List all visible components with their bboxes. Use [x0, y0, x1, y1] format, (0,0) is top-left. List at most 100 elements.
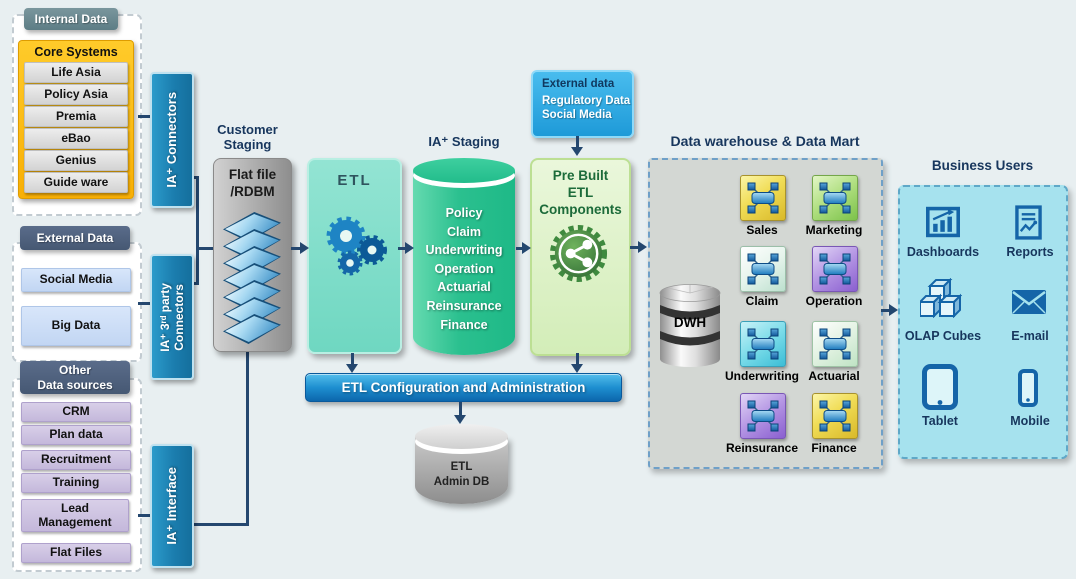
- source-item-policy-asia: Policy Asia: [24, 84, 128, 105]
- arrow-external-feed-to-prebuilt: [571, 136, 583, 156]
- olap-cubes-icon: [917, 277, 963, 323]
- external-data-header-label: External Data: [36, 230, 114, 245]
- source-item-crm: CRM: [21, 402, 131, 422]
- datamart-label-sales: Sales: [746, 223, 778, 237]
- source-item-ebao: eBao: [24, 128, 128, 149]
- business-label-dashboards: Dashboards: [906, 245, 980, 259]
- arrow-config-to-admin-db: [454, 402, 466, 424]
- dashboard-icon: [926, 206, 960, 243]
- ia-interface-label: IA⁺ Interface: [164, 467, 180, 545]
- email-icon: [1011, 289, 1047, 320]
- star-schema-icon: [747, 182, 779, 214]
- business-label-olap-cubes: OLAP Cubes: [904, 329, 982, 343]
- datamart-label-actuarial: Actuarial: [808, 369, 860, 383]
- mobile-icon: [1018, 369, 1038, 412]
- internal-data-header: Internal Data: [24, 8, 118, 30]
- source-item-recruitment: Recruitment: [21, 450, 131, 470]
- external-feed-header: External data: [542, 78, 615, 90]
- etl-admin-db-label: ETL Admin DB: [433, 461, 490, 488]
- source-item-social-media: Social Media: [21, 268, 131, 292]
- line-external-to-3rd-party: [138, 302, 150, 305]
- datamart-label-marketing: Marketing: [805, 223, 863, 237]
- line-trunk-vertical: [196, 176, 199, 285]
- tablet-icon: [922, 364, 958, 415]
- datamart-label-finance: Finance: [811, 441, 857, 455]
- datamart-label-reinsurance: Reinsurance: [725, 441, 799, 455]
- line-connectors-stub: [190, 176, 198, 179]
- source-item-training: Training: [21, 473, 131, 493]
- source-item-lead-management: Lead Management: [21, 499, 129, 532]
- arrow-prebuilt-to-warehouse: [630, 241, 647, 253]
- internal-data-header-label: Internal Data: [34, 11, 108, 26]
- source-item-big-data: Big Data: [21, 306, 131, 346]
- arrow-etl-to-config: [346, 353, 358, 373]
- ia-interface-rail: IA⁺ Interface: [150, 444, 194, 568]
- source-item-premia: Premia: [24, 106, 128, 127]
- star-schema-icon: [747, 400, 779, 432]
- external-feed-box: External data Regulatory Data Social Med…: [531, 70, 634, 138]
- business-label-mobile: Mobile: [1010, 414, 1050, 428]
- report-icon: [1015, 205, 1042, 245]
- ia-staging-subjects: Policy Claim Underwriting Operation Actu…: [425, 206, 503, 332]
- ia-3rd-party-label-line1: IA⁺ 3ʳᵈ party: [157, 282, 172, 352]
- star-schema-icon: [747, 328, 779, 360]
- flat-file-label: Flat file /RDBM: [228, 167, 277, 199]
- datamart-label-claim: Claim: [745, 294, 779, 308]
- dwh-label: DWH: [673, 315, 707, 330]
- line-staging-bottom-vertical: [246, 350, 249, 526]
- other-header-line1: Other: [58, 363, 91, 378]
- ia-connectors-label: IA⁺ Connectors: [164, 92, 180, 188]
- dwh-cylinder-icon: [658, 281, 722, 374]
- business-label-reports: Reports: [1006, 245, 1054, 259]
- external-feed-social: Social Media: [542, 109, 612, 122]
- line-3rd-party-stub: [190, 282, 198, 285]
- arrow-staging-db-to-prebuilt: [516, 242, 531, 254]
- datamart-label-operation: Operation: [805, 294, 863, 308]
- star-schema-icon: [747, 253, 779, 285]
- line-other-to-interface: [138, 514, 150, 517]
- external-feed-regulatory: Regulatory Data: [542, 95, 631, 107]
- source-item-flat-files: Flat Files: [21, 543, 131, 563]
- datamart-tile-underwriting: [740, 321, 786, 367]
- ia-3rd-party-label-line2: Connectors: [172, 283, 186, 351]
- arrow-staging-to-etl: [291, 242, 309, 254]
- ia-staging-cylinder: Policy Claim Underwriting Operation Actu…: [413, 158, 515, 355]
- other-data-sources-header: Other Data sources: [20, 361, 130, 394]
- etl-config-bar: ETL Configuration and Administration: [305, 373, 622, 402]
- star-schema-icon: [819, 253, 851, 285]
- arrow-etl-to-staging-db: [398, 242, 414, 254]
- source-item-life-asia: Life Asia: [24, 62, 128, 83]
- etl-label: ETL: [337, 172, 372, 189]
- external-data-header: External Data: [20, 226, 130, 250]
- prebuilt-share-icon: [548, 223, 609, 289]
- business-label-email: E-mail: [1011, 329, 1049, 343]
- business-label-tablet: Tablet: [922, 414, 958, 428]
- etl-gears-icon: [316, 210, 390, 283]
- source-item-genius: Genius: [24, 150, 128, 171]
- datamart-tile-actuarial: [812, 321, 858, 367]
- line-trunk-to-staging: [199, 247, 213, 250]
- datamart-tile-operation: [812, 246, 858, 292]
- line-interface-horizontal: [190, 523, 249, 526]
- warehouse-title: Data warehouse & Data Mart: [670, 133, 860, 149]
- datamart-tile-finance: [812, 393, 858, 439]
- etl-admin-db-cylinder: ETL Admin DB: [415, 424, 508, 504]
- business-users-title: Business Users: [931, 158, 1034, 173]
- datamart-tile-sales: [740, 175, 786, 221]
- datamart-tile-claim: [740, 246, 786, 292]
- other-header-line2: Data sources: [37, 377, 113, 392]
- arrow-warehouse-to-business: [881, 304, 898, 316]
- source-item-guideware: Guide ware: [24, 172, 128, 193]
- ia-connectors-rail: IA⁺ Connectors: [150, 72, 194, 208]
- datamart-tile-marketing: [812, 175, 858, 221]
- datamart-label-underwriting: Underwriting: [725, 369, 799, 383]
- datamart-tile-reinsurance: [740, 393, 786, 439]
- prebuilt-etl-label: Pre Built ETL Components: [539, 168, 622, 217]
- star-schema-icon: [819, 400, 851, 432]
- flat-file-stack-icon: [223, 212, 281, 346]
- core-systems-title: Core Systems: [34, 45, 118, 59]
- customer-staging-title: Customer Staging: [217, 122, 278, 152]
- source-item-plan-data: Plan data: [21, 425, 131, 445]
- line-internal-to-connectors: [138, 115, 150, 118]
